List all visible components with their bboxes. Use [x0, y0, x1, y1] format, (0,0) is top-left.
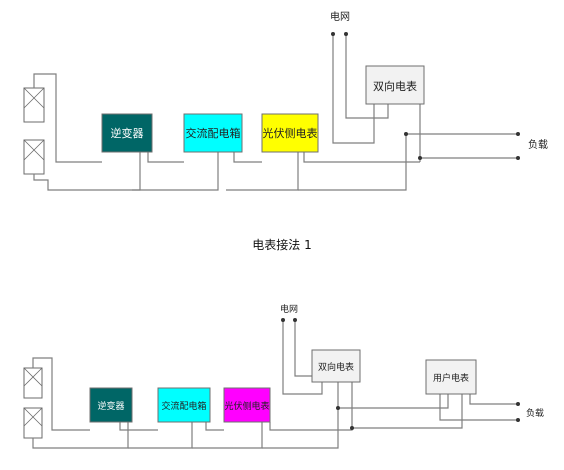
inverter-2: 逆变器	[89, 387, 133, 423]
grid-terminal-dot	[293, 318, 297, 322]
ac-wires-pvmeter-bus-1	[298, 104, 421, 191]
bidirectional-meter-label: 双向电表	[318, 361, 354, 373]
ac-wires-inv-box-1	[132, 152, 219, 191]
ac-box-label: 交流配电箱	[161, 400, 206, 412]
user-meter-2: 用户电表	[425, 359, 477, 395]
dc-wires-2	[32, 357, 129, 449]
grid-terminal-dot	[344, 32, 348, 36]
diagram-1: 逆变器 交流配电箱 光伏侧电表 双向电表 电网 负载	[23, 10, 548, 191]
load-label: 负载	[526, 407, 544, 419]
junction-dot	[404, 132, 408, 136]
inverter-label: 逆变器	[97, 400, 124, 412]
load-wires-1	[331, 32, 520, 160]
ac-wires-box-pvmeter-1	[226, 152, 299, 191]
pv-meter-1: 光伏侧电表	[261, 113, 319, 153]
user-bus-wires-2	[281, 318, 520, 430]
pv-meter-label: 光伏侧电表	[263, 126, 318, 140]
junction-dot	[336, 406, 340, 410]
bidirectional-meter-label: 双向电表	[373, 79, 417, 93]
solar-panel-1	[23, 367, 43, 399]
junction-dot	[350, 426, 354, 430]
grid-label: 电网	[330, 10, 350, 23]
inverter-1: 逆变器	[101, 113, 153, 153]
ac-wires-inv-box-2	[119, 422, 193, 449]
junction-dot	[418, 156, 422, 160]
grid-wires-1	[332, 34, 389, 144]
grid-terminal-dot	[331, 32, 335, 36]
dc-wires-1	[33, 73, 141, 191]
bidirectional-meter-1: 双向电表	[365, 65, 425, 105]
load-label: 负载	[528, 138, 548, 151]
grid-wires-2	[282, 320, 323, 395]
pv-meter-label: 光伏侧电表	[224, 400, 269, 412]
ac-distribution-box-2: 交流配电箱	[157, 387, 211, 423]
bidirectional-meter-2: 双向电表	[311, 349, 361, 383]
ac-distribution-box-1: 交流配电箱	[183, 113, 243, 153]
solar-panel-2	[23, 407, 43, 439]
load-terminal-dot	[516, 156, 520, 160]
solar-panel-2	[23, 139, 45, 175]
inverter-label: 逆变器	[111, 126, 144, 140]
pv-meter-2: 光伏侧电表	[223, 387, 271, 423]
solar-panel-1	[23, 87, 45, 123]
ac-box-label: 交流配电箱	[186, 126, 241, 140]
load-terminal-dot	[516, 418, 520, 422]
load-terminal-dot	[516, 132, 520, 136]
load-terminal-dot	[516, 402, 520, 406]
caption-1: 电表接法 1	[252, 237, 311, 252]
grid-label: 电网	[280, 303, 298, 315]
user-meter-label: 用户电表	[433, 372, 469, 384]
diagram-2: 逆变器 交流配电箱 光伏侧电表 双向电表 用户电表 电网 负载	[23, 303, 544, 449]
ac-wires-pvmeter-bus-2	[262, 382, 353, 449]
ac-wires-box-pvmeter-2	[192, 422, 263, 449]
grid-terminal-dot	[281, 318, 285, 322]
